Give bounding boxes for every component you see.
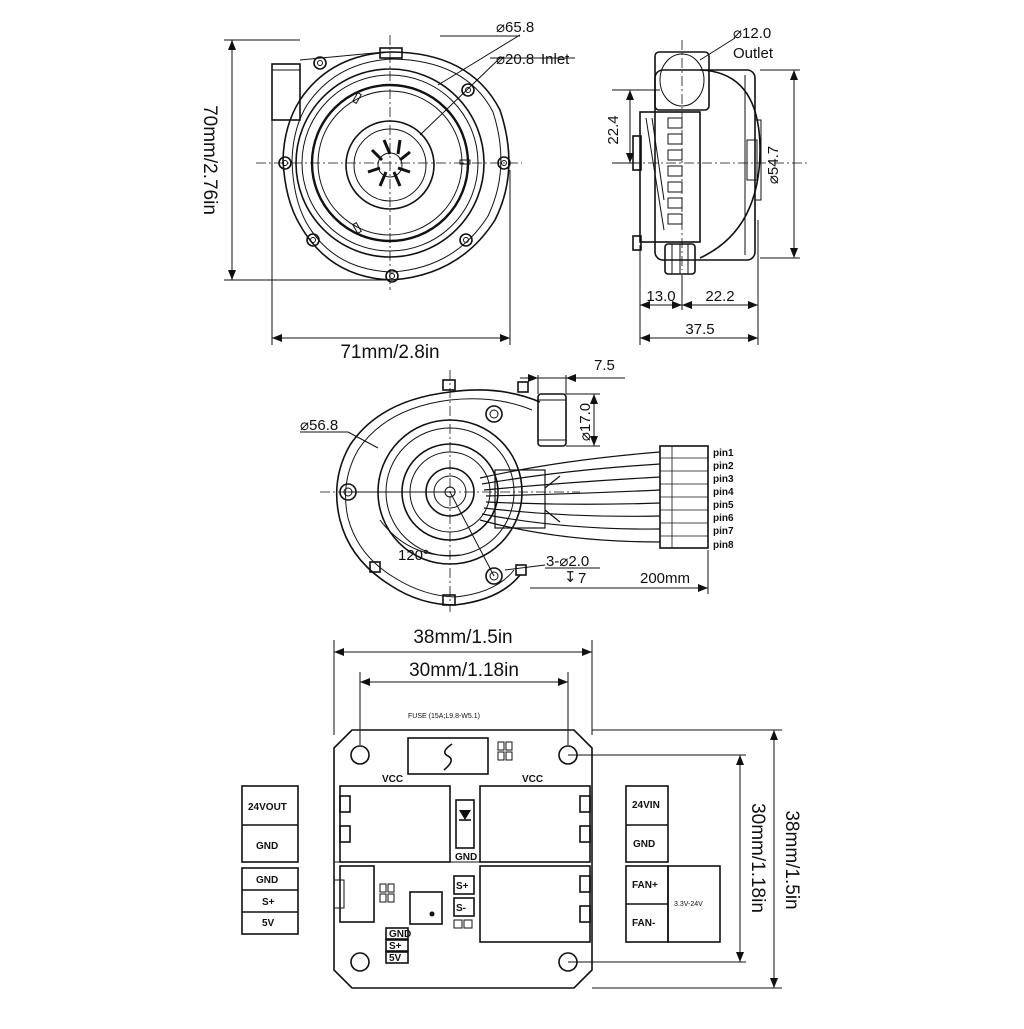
board-header-gnd: GND <box>389 929 411 940</box>
side-outlet-label: Outlet <box>733 45 774 62</box>
board-hole-spacing-x: 30mm/1.18in <box>409 660 519 681</box>
side-body-dia: ⌀54.7 <box>765 146 782 184</box>
label-fan-plus: FAN+ <box>632 880 658 891</box>
pin-label-5: pin5 <box>713 500 734 511</box>
board-fuse-label: FUSE (15A;L9.8-W5.1) <box>408 713 480 720</box>
board-vcc-left: VCC <box>382 774 403 785</box>
pin-label-2: pin2 <box>713 461 734 472</box>
board-header-s-plus: S+ <box>389 941 402 952</box>
top-inlet-dia: ⌀20.8 <box>496 51 534 68</box>
top-outer-dia: ⌀65.8 <box>496 19 534 36</box>
board-vcc-right: VCC <box>522 774 543 785</box>
side-outlet-dia: ⌀12.0 <box>733 25 771 42</box>
bottom-angle: 120° <box>398 547 429 564</box>
top-height-dim: 70mm/2.76in <box>199 105 220 215</box>
label-s-plus: S+ <box>262 897 275 908</box>
pin-label-7: pin7 <box>713 526 734 537</box>
top-inlet-label: Inlet <box>541 51 570 68</box>
label-24vin: 24VIN <box>632 800 660 811</box>
top-view: ⌀65.8 ⌀20.8 Inlet 70mm/2.76in 71mm/2.8in <box>199 19 575 363</box>
board-outer-height: 38mm/1.5in <box>781 810 802 909</box>
pin-label-3: pin3 <box>713 474 734 485</box>
side-offset-dim: 22.4 <box>605 115 622 144</box>
board-gnd-center: GND <box>455 852 477 863</box>
pin-label-6: pin6 <box>713 513 734 524</box>
label-5v: 5V <box>262 918 275 929</box>
bottom-hole-depth: 7 <box>578 570 586 587</box>
label-gnd-in: GND <box>633 839 655 850</box>
label-gnd-out: GND <box>256 841 278 852</box>
pin-label-1: pin1 <box>713 448 734 459</box>
cable-bundle <box>479 451 661 543</box>
board-header-5v: 5V <box>389 953 402 964</box>
pcb-board: 38mm/1.5in 30mm/1.18in FUSE (15A;L9.8-W5… <box>241 627 802 989</box>
label-fan-voltage: 3.3V-24V <box>674 901 703 908</box>
bottom-view: 120° pin1 pin2 pin3 pin4 pin5 <box>300 357 734 612</box>
mounting-screws <box>278 56 511 283</box>
bottom-outlet-offset: 7.5 <box>594 357 615 374</box>
bottom-outlet-dia: ⌀17.0 <box>577 403 594 441</box>
pin-label-4: pin4 <box>713 487 734 498</box>
left-terminal-labels: 24VOUT GND GND S+ 5V <box>241 785 299 935</box>
board-s-plus: S+ <box>456 881 469 892</box>
bottom-base-dia: ⌀56.8 <box>300 417 338 434</box>
board-s-minus: S- <box>456 903 466 914</box>
label-fan-minus: FAN- <box>632 918 655 929</box>
pin-label-8: pin8 <box>713 540 734 551</box>
bottom-hole-symbol: ↧ <box>564 569 577 586</box>
board-hole-spacing-y: 30mm/1.18in <box>747 803 768 913</box>
side-depth-a: 13.0 <box>646 288 675 305</box>
label-24vout: 24VOUT <box>248 802 287 813</box>
side-view: ⌀12.0 Outlet 22.4 ⌀54.7 13.0 22.2 37.5 <box>605 25 808 345</box>
board-outer-width: 38mm/1.5in <box>413 627 512 648</box>
side-depth-total: 37.5 <box>685 321 714 338</box>
right-terminal-labels: 24VIN GND FAN+ FAN- 3.3V-24V <box>625 785 721 943</box>
label-gnd-signal: GND <box>256 875 278 886</box>
top-width-dim: 71mm/2.8in <box>340 342 439 363</box>
bottom-holes: 3-⌀2.0 <box>546 553 589 570</box>
bottom-cable-length: 200mm <box>640 570 690 587</box>
bottom-mounting-lugs <box>339 379 529 606</box>
side-depth-b: 22.2 <box>705 288 734 305</box>
